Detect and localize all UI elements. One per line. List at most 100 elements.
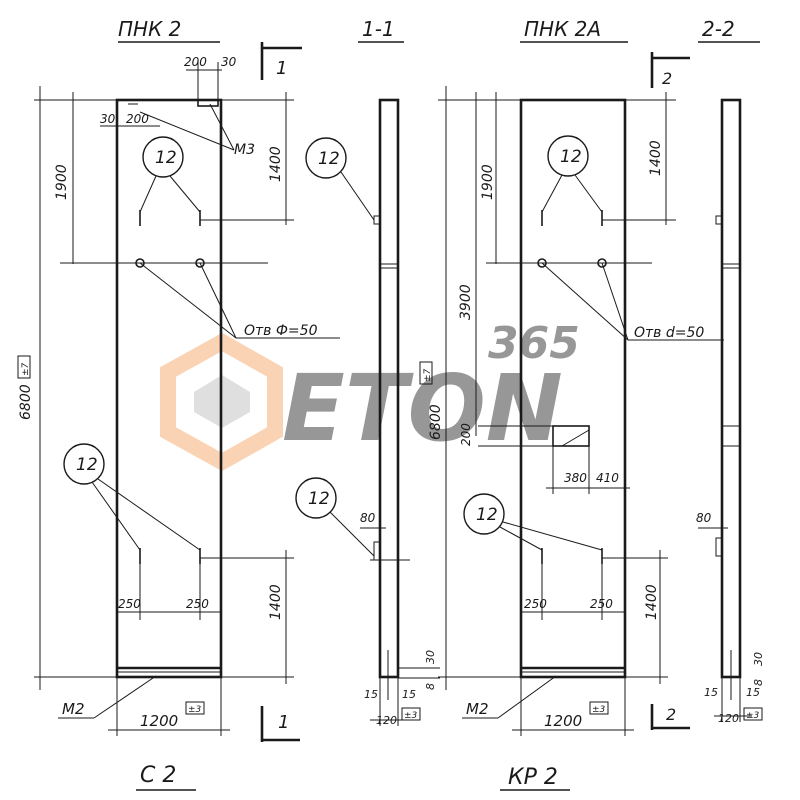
drawing-rect <box>743 707 763 721</box>
right-caption: КР 2 <box>508 765 558 790</box>
drawing-line <box>541 174 563 213</box>
drawing-line <box>97 478 201 551</box>
right-dims-d1400_bottom: 1400 <box>644 584 660 620</box>
section1-labels-bubble_bottom: 12 <box>308 489 330 509</box>
drawing-line <box>91 481 141 551</box>
section-mark-top-1: 1 <box>260 42 302 80</box>
left-dims-d1900: 1900 <box>54 164 70 200</box>
left-dims-top_200: 200 <box>184 55 207 69</box>
right-section_mark: 2 <box>666 705 676 724</box>
drawing-line <box>329 511 375 557</box>
section-mark-top-2: 2 <box>650 52 690 88</box>
drawing-rect <box>720 98 742 679</box>
section2-dims-d30: 30 <box>752 652 765 666</box>
right-dims-tol_7: ±7 <box>423 368 433 382</box>
right-dims-tol_3: ±3 <box>592 705 606 715</box>
right-title: ПНК 2А <box>524 17 601 41</box>
drawing-rect <box>715 215 723 225</box>
section1-dims-d120: 120 <box>376 714 397 727</box>
right-dims-d6800: 6800 <box>428 404 444 440</box>
left-dims-tol_7: ±7 <box>21 362 31 376</box>
drawing-line <box>209 103 235 151</box>
section-1-1: 1-1 12 12 80 30 8 15 15 120 ±3 <box>295 17 440 727</box>
left-dims-d250_l: 250 <box>118 597 141 611</box>
right-labels-bubble_top: 12 <box>560 147 582 167</box>
section1-dims-d30: 30 <box>424 650 437 664</box>
right-labels-hole: Отв d=50 <box>634 325 704 341</box>
left-labels-bubble_bottom: 12 <box>76 455 98 475</box>
left-dims-d6800: 6800 <box>18 384 34 420</box>
drawing-circle <box>195 258 205 268</box>
drawing-rect <box>552 425 590 447</box>
left-labels-m3: М3 <box>234 142 255 158</box>
right-dims-d200: 200 <box>459 423 473 446</box>
right-dims-d250_l: 250 <box>524 597 547 611</box>
bubble-12-left-bottom <box>63 443 105 485</box>
drawing-line <box>601 262 629 341</box>
left-dims-d1400_bottom: 1400 <box>268 584 284 620</box>
bubble-12-sec1-top <box>305 137 347 179</box>
drawing-line <box>139 262 237 339</box>
left-dims-d1400_top: 1400 <box>268 146 284 182</box>
right-elevation: ПНК 2А 2 1900 1400 3900 6800 ±7 <box>419 17 724 791</box>
drawing-line <box>340 171 375 221</box>
section2-dims-d120: 120 <box>718 712 739 725</box>
section1-dims-d15_r: 15 <box>402 688 416 701</box>
right-dims-d250_r: 250 <box>590 597 613 611</box>
bubble-12-left-top <box>142 136 184 178</box>
section1-dims-d80: 80 <box>360 511 376 525</box>
bubble-12-right-top <box>547 135 589 177</box>
right-section_mark: 2 <box>662 69 672 88</box>
panel-outline-left <box>115 98 223 679</box>
drawing-line <box>139 175 157 213</box>
drawing-rect <box>419 361 433 385</box>
left-dims-tol_3: ±3 <box>188 705 202 715</box>
drawing-rect <box>401 707 421 721</box>
drawing-circle <box>597 258 607 268</box>
drawing-circle <box>135 258 145 268</box>
section2-dims-d8: 8 <box>752 679 765 686</box>
right-dims-d3900: 3900 <box>458 284 474 320</box>
bubble-12-sec1-bottom <box>295 477 337 519</box>
section2-dims-d80: 80 <box>696 511 712 525</box>
drawing-line <box>199 262 237 339</box>
drawing-line <box>561 429 590 447</box>
drawing-line <box>93 675 157 719</box>
left-labels-m2: М2 <box>62 700 85 718</box>
section1-labels-bubble_top: 12 <box>318 149 340 169</box>
left-labels-hole: Отв Ф=50 <box>244 323 318 339</box>
drawing-line <box>497 675 557 719</box>
watermark-number: 365 <box>488 318 580 369</box>
section1-dims-d15_l: 15 <box>364 688 378 701</box>
drawing-line <box>541 262 629 341</box>
bubble-12-right-bottom <box>463 493 505 535</box>
left-caption: С 2 <box>140 763 176 788</box>
left-labels-bubble_top: 12 <box>155 148 177 168</box>
right-dims-d410: 410 <box>596 471 619 485</box>
drawing-rect <box>589 701 609 715</box>
left-dims-d250_r: 250 <box>186 597 209 611</box>
section-mark-bottom-2: 2 <box>650 704 690 730</box>
right-dims-d1900: 1900 <box>480 164 496 200</box>
section1-title: 1-1 <box>362 17 395 41</box>
drawing-rect <box>715 537 723 557</box>
drawing-line <box>499 526 543 551</box>
watermark-word: ETON <box>282 355 563 462</box>
drawing-rect <box>378 98 400 679</box>
section1-dims-d8: 8 <box>424 683 437 690</box>
panel-outline-right <box>519 98 627 679</box>
left-elevation: ПНК 2 1 200 30 30 200 М3 1900 <box>17 17 340 791</box>
drawing-line <box>502 521 603 551</box>
section2-dims-tol_3: ±3 <box>746 711 760 721</box>
left-dims-left_200: 200 <box>126 112 149 126</box>
left-dims-top_30: 30 <box>221 55 237 69</box>
right-dims-d1400_top: 1400 <box>648 140 664 176</box>
section2-title: 2-2 <box>702 17 735 41</box>
drawing-line <box>574 174 603 213</box>
right-labels-bubble_bottom: 12 <box>476 505 498 525</box>
left-dims-d1200: 1200 <box>140 712 178 730</box>
drawing-rect <box>185 701 205 715</box>
right-dims-d380: 380 <box>564 471 587 485</box>
section-mark-bottom-1: 1 <box>260 706 300 742</box>
